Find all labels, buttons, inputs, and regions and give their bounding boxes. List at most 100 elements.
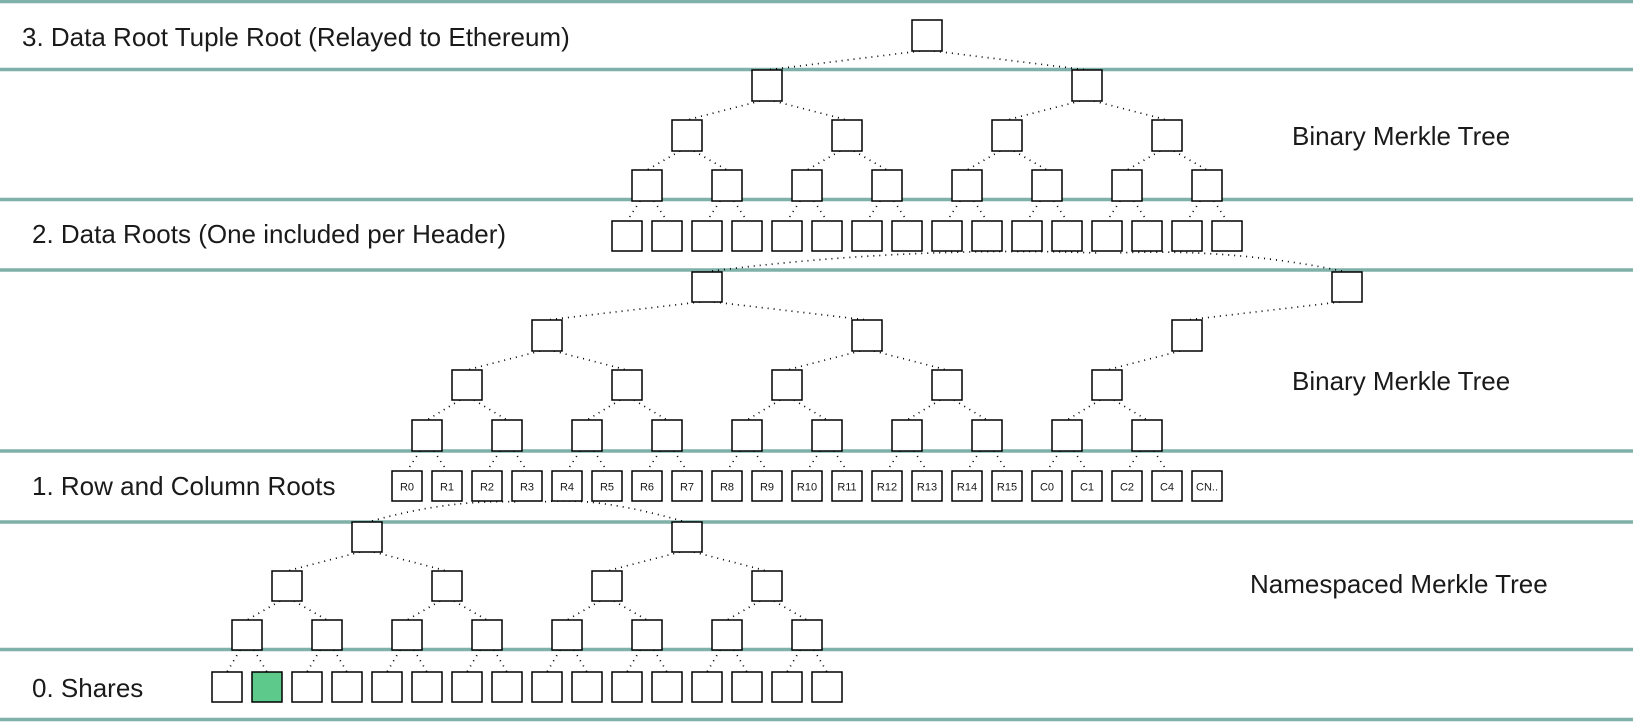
binary-merkle-tree-top-edge [973,200,988,222]
leaf-box-label: C1 [1080,482,1094,494]
branch-box [971,419,1003,452]
leaf-box-R10 [791,470,823,502]
namespaced-merkle-tree-edge [546,649,561,673]
namespaced-merkle-tree-edge [406,600,441,621]
leaf-box-label: R12 [877,482,897,494]
branch-box [751,570,783,602]
share-leaf-box [211,671,243,703]
binary-merkle-tree-top-edge [1013,150,1048,171]
leaf-box-label: R2 [480,482,494,494]
namespaced-merkle-tree-edge [293,600,328,621]
binary-merkle-tree-mid-edge [793,399,828,421]
branch-box [651,419,683,452]
binary-merkle-tree-top-edge [946,200,961,222]
row-col-tree-root-box [691,271,723,303]
leaf-box-C0 [1031,470,1063,502]
namespaced-merkle-tree-edge [613,600,648,621]
leaf-box-label: C0 [1040,482,1054,494]
binary-merkle-tree-mid-edge [906,399,941,421]
col-tree-root-to-data-root-connector [1115,251,1343,272]
data-root-leaf-box [1091,220,1123,252]
binary-merkle-tree-mid-edge [953,399,988,421]
band-label-data-root-tuple-root: 3. Data Root Tuple Root (Relayed to Ethe… [22,22,570,52]
namespaced-merkle-tree-edge [246,600,281,621]
binary-merkle-tree-mid-edge [566,450,581,472]
binary-merkle-tree-top-edge [786,200,801,222]
data-root-leaf-box [971,220,1003,252]
leaf-box-label: R11 [837,482,856,494]
leaf-box-R0 [391,470,423,502]
nmt-left-root-to-row-root-connector [371,500,520,522]
leaf-box-R3 [511,470,543,502]
branch-box [671,119,703,152]
branch-box [751,69,783,102]
band-label-data-roots: 2. Data Roots (One included per Header) [32,219,507,249]
binary-merkle-tree-top-edge [806,150,841,171]
binary-merkle-tree-mid-edge [433,450,448,472]
binary-merkle-tree-mid-edge [913,450,928,472]
data-root-leaf-box [1211,220,1243,252]
band-label-row-and-column-roots: 1. Row and Column Roots [32,471,336,501]
branch-box [391,619,423,651]
binary-merkle-tree-mid-edge [833,450,848,472]
binary-merkle-tree-mid-edge [406,450,421,472]
namespaced-merkle-tree-edge [466,649,481,673]
leaf-box-R8 [711,470,743,502]
branch-box [1191,169,1223,202]
namespaced-merkle-tree-edge [573,649,588,673]
namespaced-merkle-tree-edge [726,600,761,621]
leaf-box-R9 [751,470,783,502]
branch-box [531,319,563,352]
share-leaf-box [491,671,523,703]
leaf-box-label: R7 [680,482,694,494]
data-root-leaf-box [771,220,803,252]
share-leaf-box [291,671,323,703]
binary-merkle-tree-mid-edge [993,450,1008,472]
data-root-leaf-box [1051,220,1083,252]
binary-merkle-tree-mid-edge [1113,399,1148,421]
share-leaf-box [571,671,603,703]
share-leaf-box [371,671,403,703]
nmt-right-root-to-row-root-connector [541,500,683,522]
branch-box [1171,319,1203,352]
binary-merkle-tree-top-edge [1093,100,1168,121]
branch-box [731,419,763,452]
tree-label-binary-merkle-tree-top: Binary Merkle Tree [1292,121,1511,151]
binary-merkle-tree-top-edge [1133,200,1148,222]
binary-merkle-tree-mid-edge [746,399,781,421]
data-root-leaf-box [611,220,643,252]
binary-merkle-tree-top-edge [813,200,828,222]
binary-merkle-tree-top-edge [733,200,748,222]
namespaced-merkle-tree-edge [386,649,401,673]
binary-merkle-tree-mid-edge [753,450,768,472]
leaf-box-label: R0 [400,482,414,494]
binary-merkle-tree-mid-edge [513,450,528,472]
branch-box [1051,419,1083,452]
leaf-box-R4 [551,470,583,502]
binary-merkle-tree-top-edge [1173,150,1208,171]
leaf-box-label: R3 [520,482,534,494]
branch-box [1131,419,1163,452]
data-root-leaf-box [1171,220,1203,252]
highlighted-share-box [251,671,283,703]
namespaced-merkle-tree-edge [333,649,348,673]
namespaced-merkle-tree-edge [413,649,428,673]
binary-merkle-tree-top-edge [866,200,881,222]
data-root-leaf-box [1011,220,1043,252]
branch-box [591,570,623,602]
binary-merkle-tree-mid-edge [806,450,821,472]
share-leaf-box [531,671,563,703]
tree-label-namespaced-merkle-tree: Namespaced Merkle Tree [1250,569,1548,599]
branch-box [951,169,983,202]
branch-box [631,169,663,202]
data-root-leaf-box [731,220,763,252]
leaf-box-label: R9 [760,482,774,494]
binary-merkle-tree-mid-edge [486,450,501,472]
leaf-box-R13 [911,470,943,502]
binary-merkle-tree-mid-edge [726,450,741,472]
binary-merkle-tree-top-edge [1006,100,1081,121]
branch-box [791,619,823,651]
leaf-box-R15 [991,470,1023,502]
namespaced-merkle-tree-edge [706,649,721,673]
